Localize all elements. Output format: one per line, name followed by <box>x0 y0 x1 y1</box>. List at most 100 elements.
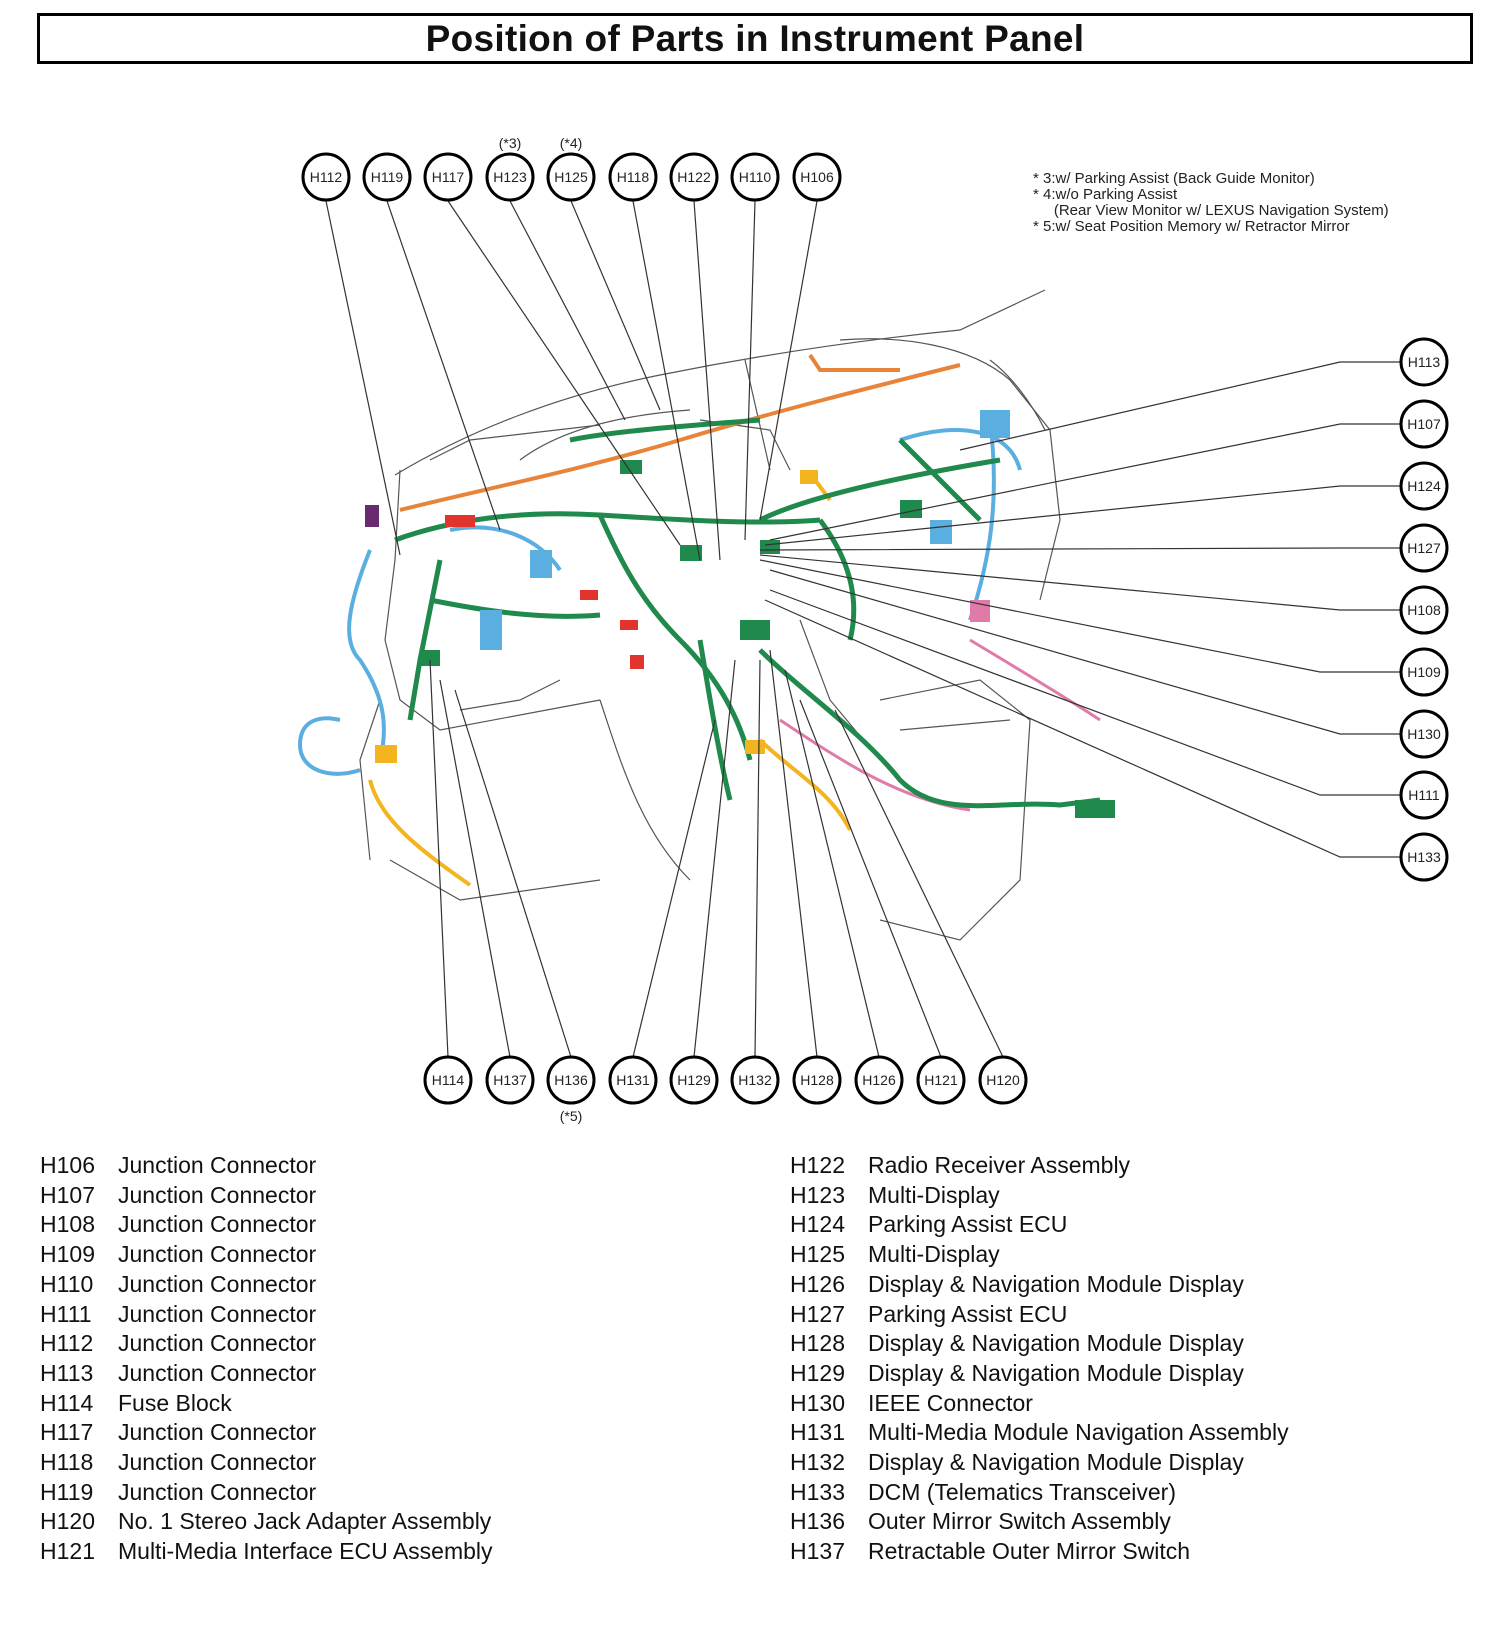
legend-row: H118 Junction Connector <box>40 1448 493 1478</box>
legend-name: Junction Connector <box>118 1419 317 1446</box>
callout-h113: H113 <box>1399 337 1449 387</box>
callout-h122: H122 <box>669 152 719 202</box>
callout-circle <box>485 152 535 202</box>
callout-label: H113 <box>1408 354 1441 370</box>
callout-label: H133 <box>1407 849 1441 865</box>
callout-label: H120 <box>986 1072 1020 1088</box>
legend-name: Parking Assist ECU <box>868 1300 1068 1327</box>
harness-blue <box>297 419 1022 776</box>
legend-code: H126 <box>790 1270 845 1297</box>
callout-h133: H133 <box>1399 832 1449 882</box>
callout-note: (*5) <box>560 1108 583 1124</box>
legend-name: Outer Mirror Switch Assembly <box>868 1508 1171 1535</box>
callout-h126: H126 <box>854 1055 904 1105</box>
callout-circle <box>301 152 351 202</box>
callout-label: H127 <box>1407 540 1441 556</box>
legend-row: H128 Display & Navigation Module Display <box>790 1329 1289 1359</box>
callout-circle <box>730 1055 780 1105</box>
callout-h132: H132 <box>730 1055 780 1105</box>
legend-name: Display & Navigation Module Display <box>868 1330 1244 1357</box>
legend-row: H132 Display & Navigation Module Display <box>790 1448 1289 1478</box>
callout-h111: H111 <box>1399 770 1449 820</box>
callout-h106: H106 <box>792 152 842 202</box>
callout-circle <box>792 1055 842 1105</box>
footnote-5: * 5:w/ Seat Position Memory w/ Retractor… <box>1033 218 1350 235</box>
harness-pink <box>779 638 1101 812</box>
legend-row: H120 No. 1 Stereo Jack Adapter Assembly <box>40 1507 493 1537</box>
callout-label: H114 <box>432 1072 465 1088</box>
legend-code: H109 <box>40 1241 95 1268</box>
callout-label: H109 <box>1407 664 1441 680</box>
callout-h121: H121 <box>916 1055 966 1105</box>
legend-name: Junction Connector <box>118 1330 317 1357</box>
legend-name: Junction Connector <box>118 1270 317 1297</box>
legend-code: H136 <box>790 1508 845 1535</box>
callout-circle <box>730 152 780 202</box>
callout-h130: H130 <box>1399 709 1449 759</box>
callout-circle <box>1399 585 1449 635</box>
callout-label: H128 <box>800 1072 834 1088</box>
legend-name: No. 1 Stereo Jack Adapter Assembly <box>118 1508 492 1535</box>
legend-code: H131 <box>790 1419 845 1446</box>
legend-name: Multi-Media Interface ECU Assembly <box>118 1538 493 1565</box>
callout-circle <box>608 1055 658 1105</box>
callout-circle <box>608 152 658 202</box>
callout-circle <box>1399 399 1449 449</box>
callout-circle <box>978 1055 1028 1105</box>
callout-h123: H123(*3) <box>485 135 535 202</box>
callout-h118: H118 <box>608 152 658 202</box>
legend-code: H113 <box>40 1359 94 1386</box>
callout-circle <box>1399 337 1449 387</box>
legend-name: Junction Connector <box>118 1152 317 1178</box>
legend-code: H129 <box>790 1359 845 1386</box>
callout-circle <box>1399 770 1449 820</box>
callout-h124: H124 <box>1399 461 1449 511</box>
callout-h107: H107 <box>1399 399 1449 449</box>
callout-label: H110 <box>739 169 772 185</box>
callout-label: H132 <box>738 1072 772 1088</box>
callout-h109: H109 <box>1399 647 1449 697</box>
legend-name: Multi-Display <box>868 1181 1000 1208</box>
callout-circle <box>423 1055 473 1105</box>
callout-label: H129 <box>677 1072 711 1088</box>
legend-name: Parking Assist ECU <box>868 1211 1068 1238</box>
legend-code: H120 <box>40 1508 95 1535</box>
callout-label: H131 <box>616 1072 650 1088</box>
legend-code: H132 <box>790 1449 845 1476</box>
callout-h137: H137 <box>485 1055 535 1105</box>
legend-name: Display & Navigation Module Display <box>868 1359 1244 1386</box>
legend-code: H117 <box>40 1419 94 1446</box>
legend-name: Junction Connector <box>118 1449 317 1476</box>
legend-code: H128 <box>790 1330 845 1357</box>
legend-name: Fuse Block <box>118 1389 232 1416</box>
callout-label: H125 <box>554 169 588 185</box>
legend-name: Junction Connector <box>118 1359 317 1386</box>
legend-row: H127 Parking Assist ECU <box>790 1300 1289 1330</box>
legend-name: Retractable Outer Mirror Switch <box>868 1538 1191 1565</box>
legend-code: H127 <box>790 1300 845 1327</box>
legend-name: IEEE Connector <box>868 1389 1033 1416</box>
callout-label: H118 <box>617 169 650 185</box>
callout-h128: H128 <box>792 1055 842 1105</box>
legend-name: Display & Navigation Module Display <box>868 1449 1244 1476</box>
legend-code: H106 <box>40 1152 95 1178</box>
callout-circle <box>485 1055 535 1105</box>
callout-circle <box>362 152 412 202</box>
legend-name: Junction Connector <box>118 1478 317 1505</box>
legend-code: H122 <box>790 1152 845 1178</box>
dashboard-outline <box>359 289 1061 941</box>
legend-row: H113 Junction Connector <box>40 1359 493 1389</box>
legend-code: H118 <box>40 1449 94 1476</box>
callout-label: H117 <box>432 169 465 185</box>
callout-h112: H112 <box>301 152 351 202</box>
legend-name: Junction Connector <box>118 1211 317 1238</box>
